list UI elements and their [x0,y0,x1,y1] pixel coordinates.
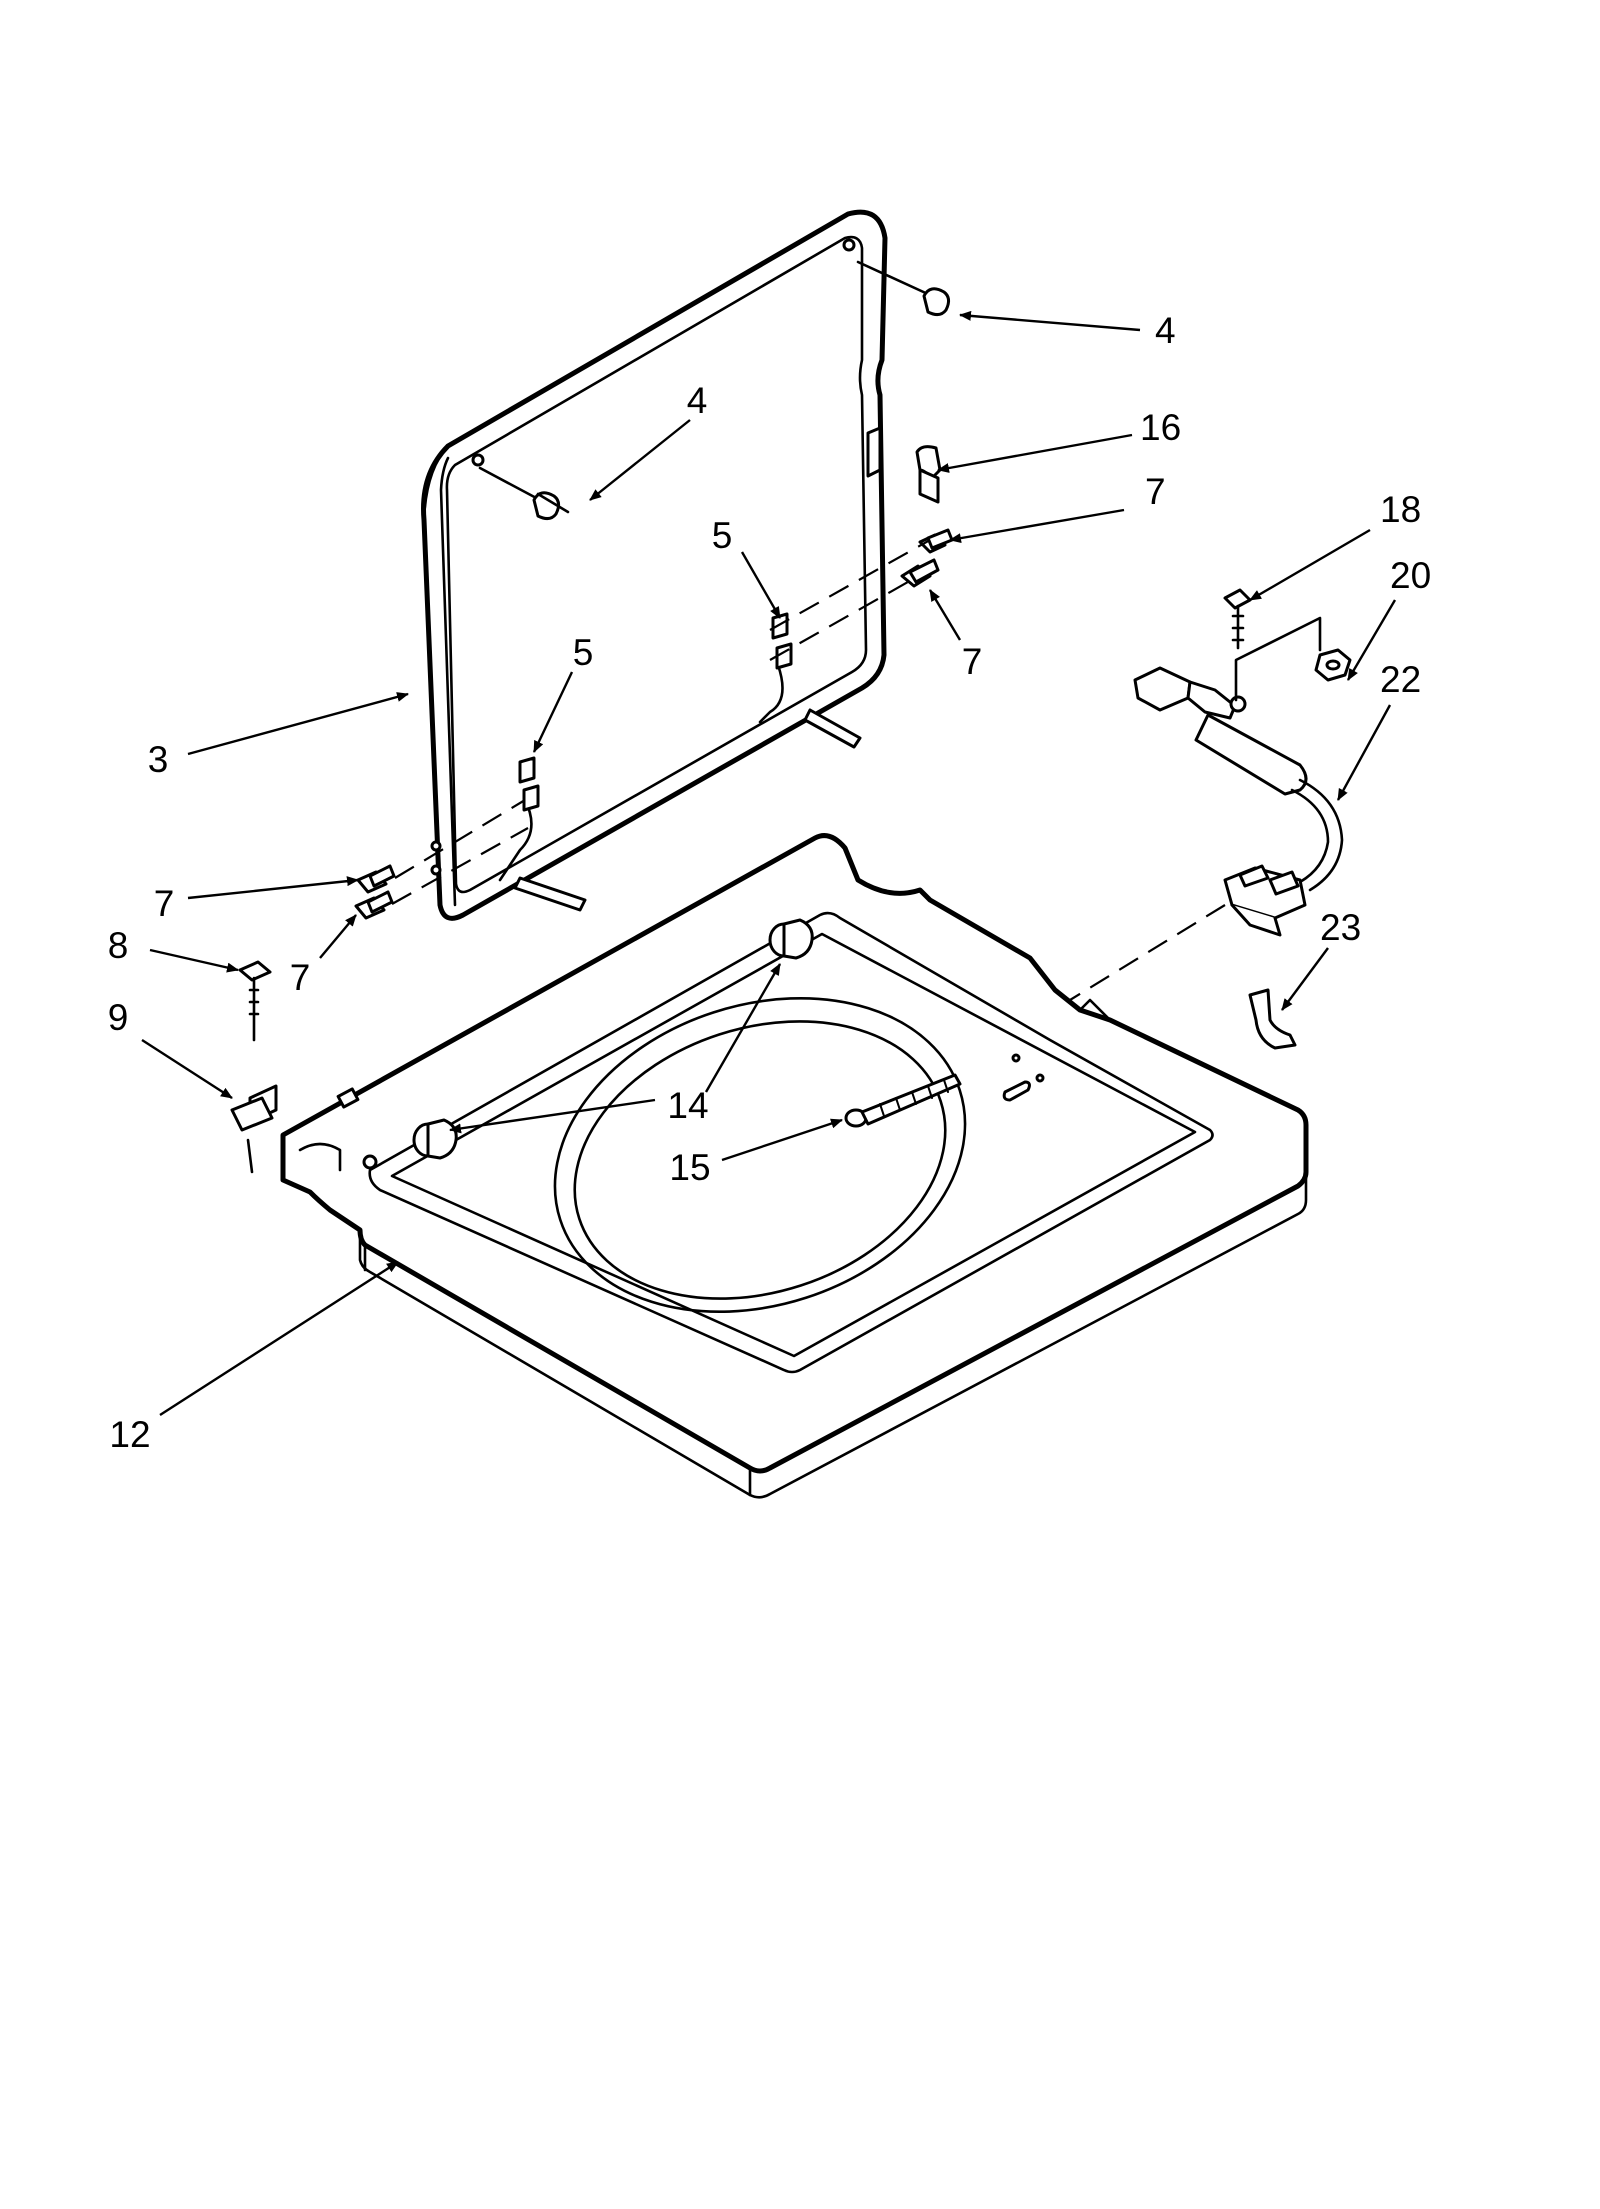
callout-label: 15 [669,1147,710,1188]
lid [421,209,888,921]
callout-label: 8 [108,925,129,966]
screw-7-lower-right [900,558,940,588]
bumper-14-lower [412,1118,458,1160]
hinge-clip-left [518,756,540,812]
lid-switch-22 [1133,616,1344,937]
callout-label: 7 [1145,471,1166,512]
screw-7-lower-left [354,890,394,920]
screw-7-upper-left [356,864,396,894]
nut-20 [1314,648,1352,682]
screw-7-upper-right [918,528,954,554]
leader-lines [141,310,1397,1417]
callout-label: 4 [687,380,708,421]
callout-label: 20 [1390,555,1431,596]
hinge-pin-upper [856,260,951,317]
hinge-bracket-9 [230,1084,278,1174]
callout-label: 9 [108,997,129,1038]
callout-label: 23 [1320,907,1361,948]
callout-label: 5 [712,515,733,556]
callout-label: 18 [1380,489,1421,530]
bumper-14-upper [768,918,814,960]
callout-label: 16 [1140,407,1181,448]
callout-label: 5 [573,632,594,673]
actuator [866,426,942,504]
callout-label: 7 [154,883,175,924]
callout-label: 7 [290,957,311,998]
screw-15 [844,1073,962,1128]
screw-8 [238,960,272,1042]
hinge-pin-left [478,466,570,521]
callout-label: 12 [109,1414,150,1455]
callout-labels: 4 4 16 7 5 7 5 3 7 7 8 9 18 20 22 23 14 … [108,310,1431,1455]
clip-23 [1248,988,1297,1050]
top-panel [280,833,1309,1499]
callout-label: 22 [1380,659,1421,700]
callout-label: 7 [962,641,983,682]
screw-18 [1223,588,1252,650]
callout-label: 3 [148,739,169,780]
callout-label: 14 [667,1085,708,1126]
callout-label: 4 [1155,310,1176,351]
